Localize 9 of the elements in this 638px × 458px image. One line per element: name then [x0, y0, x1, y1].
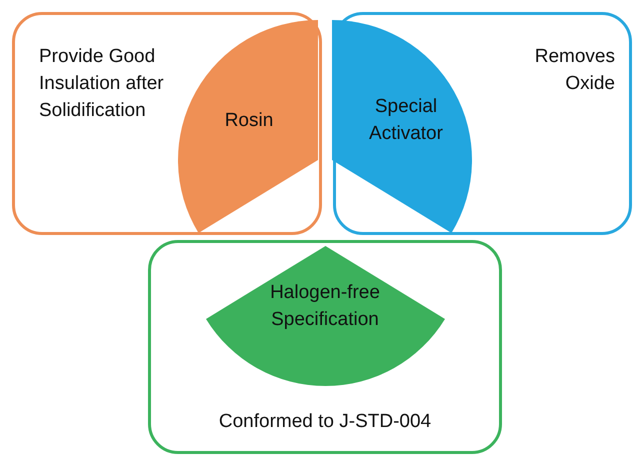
rounded-frame [12, 12, 322, 235]
description-text: Removes Oxide [534, 45, 615, 96]
rounded-frame [148, 240, 502, 454]
sector-label: Halogen-free Specification [269, 281, 381, 332]
rounded-frame [333, 12, 632, 235]
sector-label: Rosin [224, 108, 274, 132]
description-text: Provide Good Insulation after Solidification [39, 45, 164, 123]
sector-label: Special Activator [368, 95, 444, 146]
description-text: Conformed to J-STD-004 [218, 410, 432, 434]
